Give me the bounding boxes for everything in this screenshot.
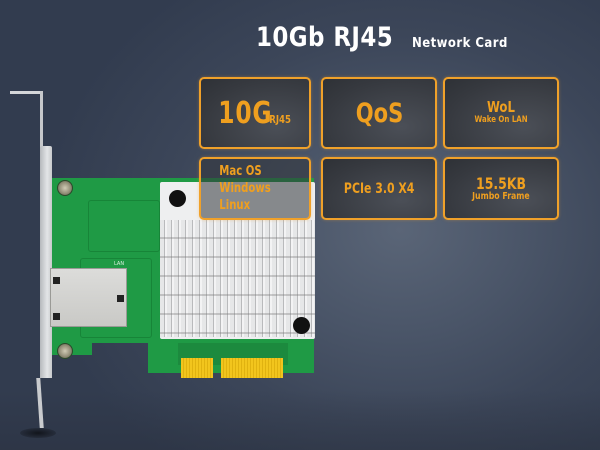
heatsink-fins	[160, 220, 315, 337]
screw-icon	[57, 343, 73, 359]
os-linux: Linux	[219, 198, 251, 213]
feature-wol: WoL Wake On LAN	[443, 77, 559, 149]
feature-sub: Jumbo Frame	[472, 190, 530, 202]
title-sub: Network Card	[412, 36, 508, 51]
feature-pcie: PCIe 3.0 X4	[321, 157, 437, 220]
heatsink-mount-hole	[169, 190, 186, 207]
port-latch	[117, 295, 124, 302]
feature-qos: QoS	[321, 77, 437, 149]
page-title: 10Gb RJ45 Network Card	[256, 22, 507, 53]
feature-10g-rj45: 10GRJ45	[199, 77, 311, 149]
rj45-port	[50, 268, 127, 327]
feature-main: WoL	[487, 98, 515, 116]
pci-bracket	[40, 146, 52, 378]
feature-main: 10G	[218, 95, 273, 131]
port-led	[53, 313, 60, 320]
title-main: 10Gb RJ45	[256, 22, 394, 53]
feature-os-support: Mac OS Windows Linux	[199, 157, 311, 220]
feature-main: 15.5KB	[476, 173, 526, 193]
bracket-top	[10, 91, 42, 94]
feature-suffix: RJ45	[269, 112, 292, 126]
port-led	[53, 277, 60, 284]
feature-sub: Wake On LAN	[474, 115, 528, 125]
bracket-shadow	[20, 428, 56, 438]
heatsink-mount-hole	[293, 317, 310, 334]
feature-main: QoS	[355, 97, 403, 129]
feature-jumbo-frame: 15.5KB Jumbo Frame	[443, 157, 559, 220]
gold-fingers-long	[221, 358, 283, 378]
gold-fingers-short	[181, 358, 213, 378]
os-mac: Mac OS	[219, 164, 262, 179]
background-fade	[0, 390, 600, 450]
lan-label: LAN	[114, 261, 125, 267]
screw-icon	[57, 180, 73, 196]
pcb-trace	[88, 200, 160, 252]
feature-main: PCIe 3.0 X4	[343, 180, 415, 197]
os-windows: Windows	[219, 181, 271, 196]
